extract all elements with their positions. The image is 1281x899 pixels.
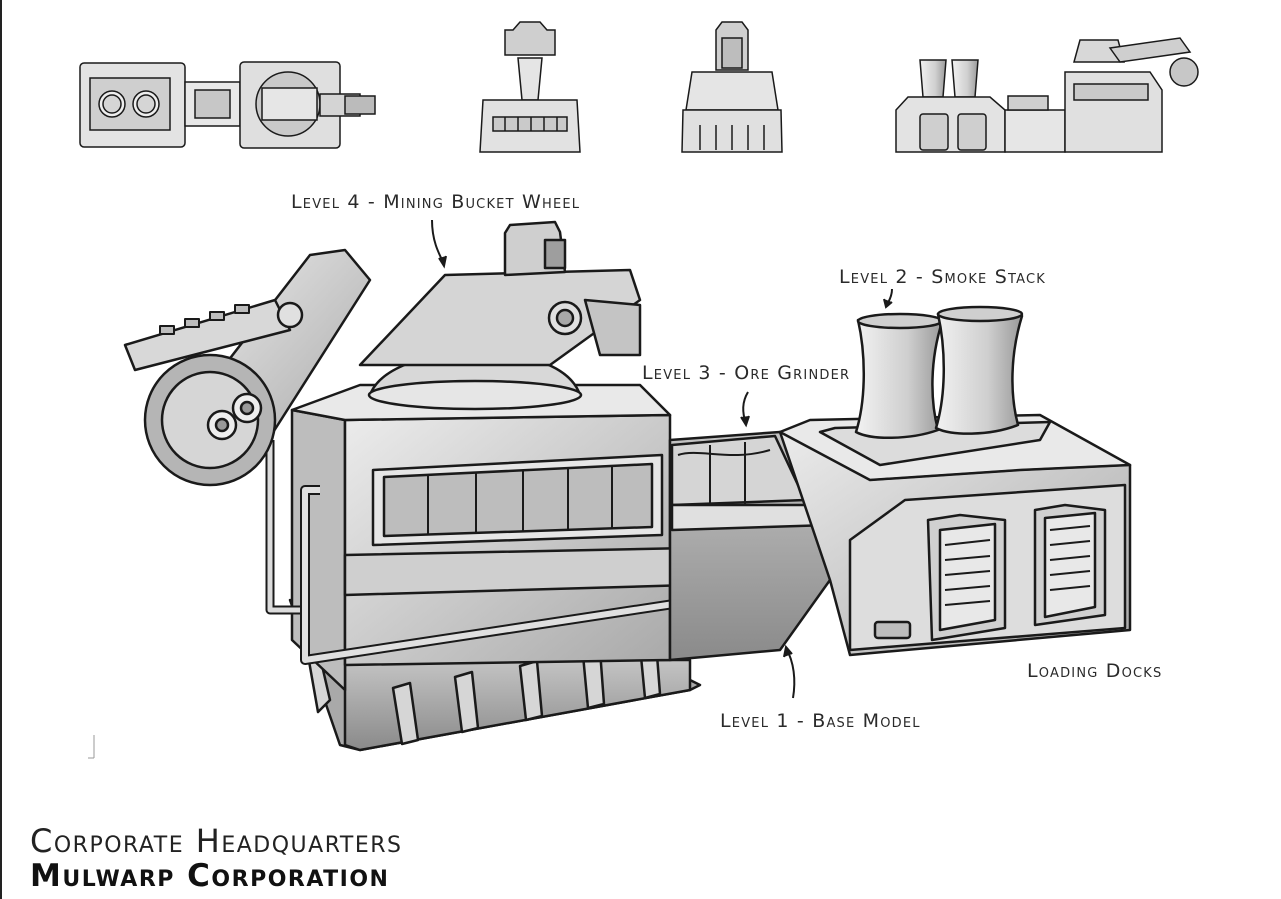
label-level-4: Level 4 - Mining Bucket Wheel [291, 191, 581, 213]
main-building [123, 220, 1132, 752]
pointer-arrows [431, 219, 893, 699]
label-level-2: Level 2 - Smoke Stack [839, 266, 1046, 288]
label-loading-docks: Loading Docks [1027, 660, 1163, 682]
bucket-wheel [143, 353, 277, 487]
smoke-stack-left [854, 313, 944, 439]
thumbnail-front-view [479, 21, 581, 153]
page-title: Corporate Headquarters [30, 822, 403, 860]
smoke-stack-right [934, 307, 1024, 435]
page-subtitle: Mulwarp Corporation [30, 858, 390, 894]
thumbnail-top-view [79, 61, 376, 149]
label-level-1: Level 1 - Base Model [720, 710, 921, 732]
thumbnail-back-view [681, 21, 783, 153]
page-edge-rule [0, 0, 2, 899]
axis-glyph-icon [88, 735, 95, 759]
thumbnail-side-view [895, 37, 1199, 153]
turret-housing [358, 268, 642, 367]
label-level-3: Level 3 - Ore Grinder [642, 362, 851, 384]
